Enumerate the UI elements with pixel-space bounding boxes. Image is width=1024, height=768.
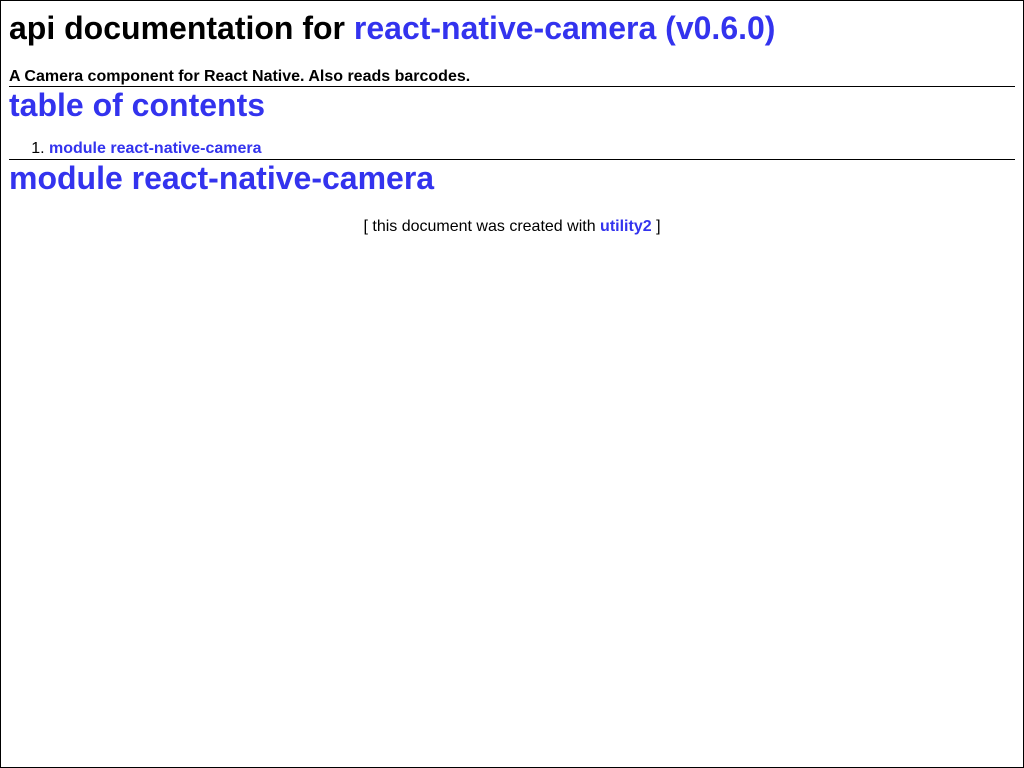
package-description: A Camera component for React Native. Als… xyxy=(9,68,471,85)
documentation-page: api documentation for react-native-camer… xyxy=(1,1,1023,236)
toc-item: module react-native-camera xyxy=(49,139,1015,159)
toc-link-module-react-native-camera[interactable]: module react-native-camera xyxy=(49,140,262,157)
package-link[interactable]: react-native-camera (v0.6.0) xyxy=(353,10,776,46)
divider xyxy=(9,159,1015,160)
toc-list: module react-native-camera xyxy=(9,139,1015,159)
toc-heading: table of contents xyxy=(9,87,266,123)
divider xyxy=(9,86,1015,87)
footer-close-bracket: ] xyxy=(656,218,661,235)
utility2-link[interactable]: utility2 xyxy=(600,218,652,235)
page-title: api documentation for react-native-camer… xyxy=(9,1,1015,47)
page-title-prefix: api documentation for xyxy=(9,10,345,46)
footer-text: [ this document was created with xyxy=(363,218,596,235)
module-heading: module react-native-camera xyxy=(9,160,435,196)
footer: [ this document was created with utility… xyxy=(9,217,1015,236)
